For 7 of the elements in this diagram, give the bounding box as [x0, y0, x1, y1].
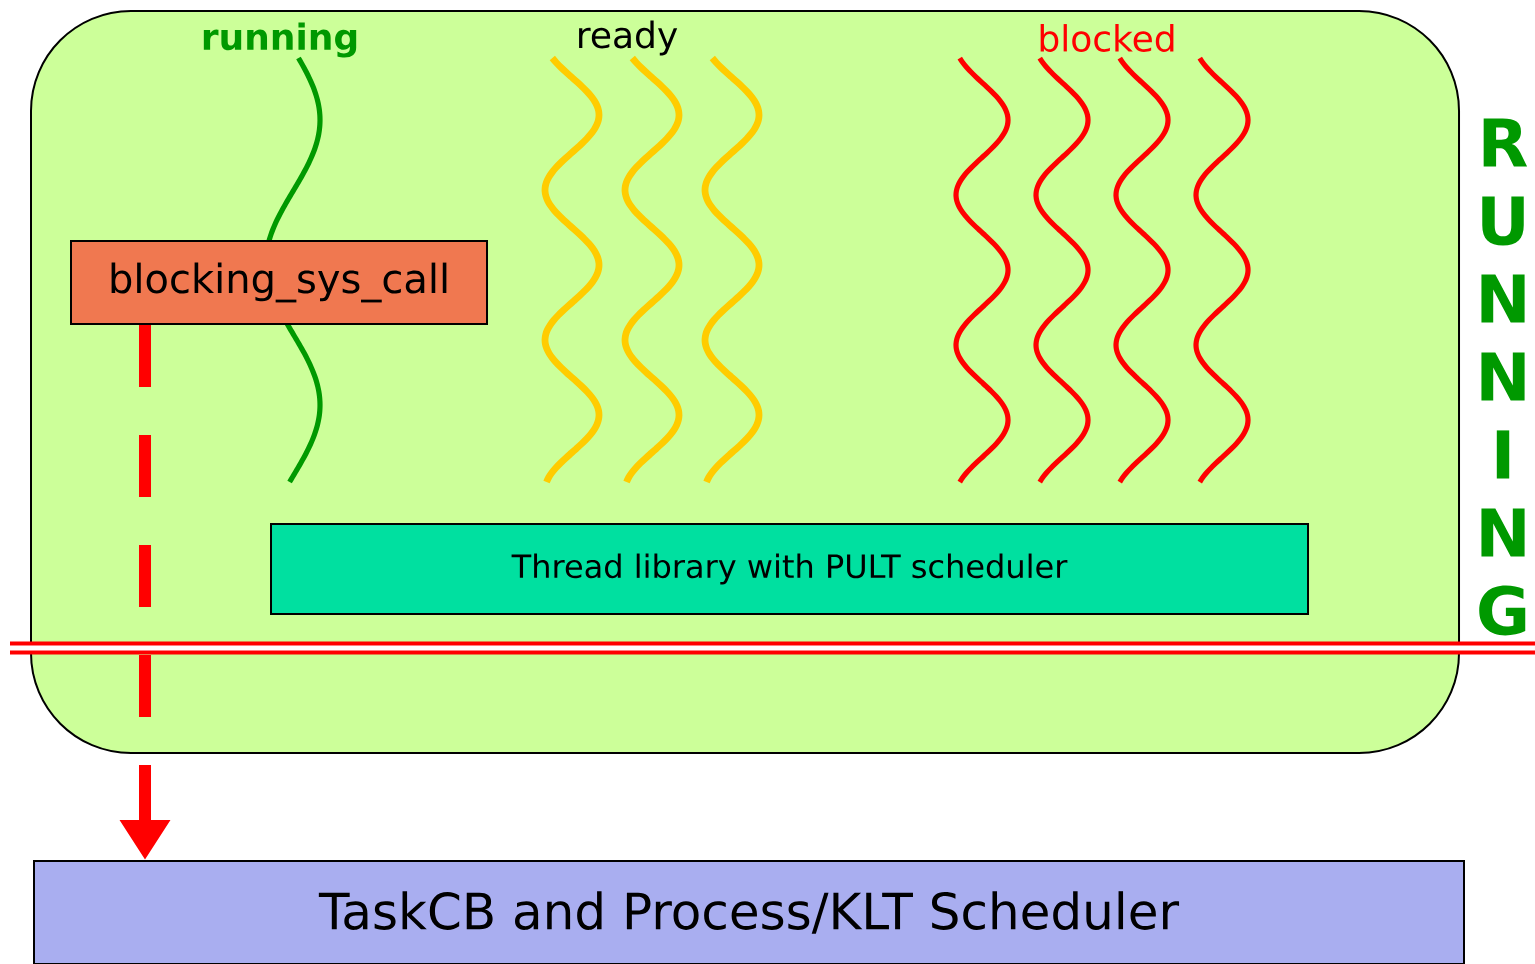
process-box: TaskCB and Process/KLT Scheduler [33, 860, 1465, 964]
thread-label: running [203, 22, 357, 58]
thread-label: blocked [1040, 24, 1174, 52]
thread-label: ready [579, 20, 678, 56]
vertical-label: RUNNING [1479, 118, 1528, 636]
process-box: Thread library with PULT scheduler [270, 523, 1309, 615]
process-box: blocking_sys_call [70, 240, 488, 325]
